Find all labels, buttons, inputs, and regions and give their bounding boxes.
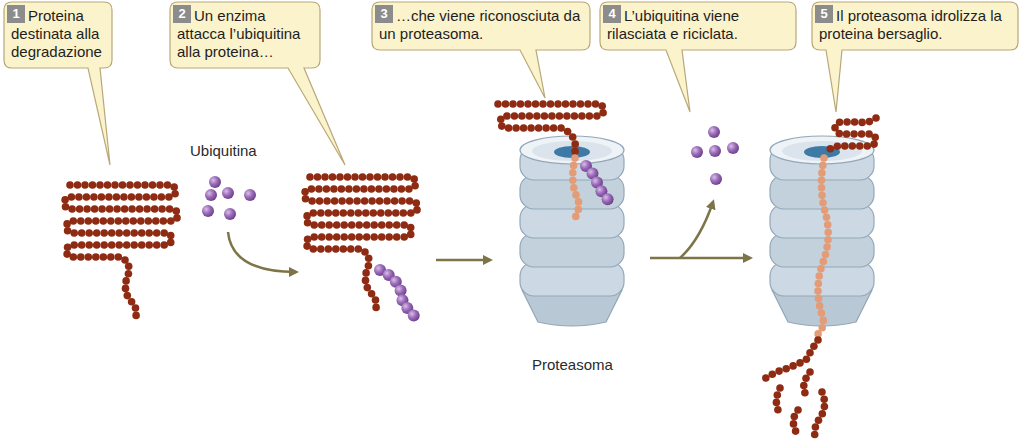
callout-text: Proteina destinata alla degradazione — [11, 7, 105, 61]
callout-box: 2Un enzima attacca l’ubiquitina alla pro… — [170, 2, 320, 68]
proteasome — [770, 136, 874, 326]
ubiquitin — [244, 189, 256, 201]
callout-box: 5Il proteasoma idrolizza la proteina ber… — [812, 2, 1018, 50]
peptide-fragment — [800, 368, 814, 396]
callout-box: 3…che viene riconosciuta da un proteasom… — [372, 2, 590, 50]
callout-bubble — [812, 2, 1018, 112]
target-protein — [827, 114, 880, 152]
callout-bubble — [170, 2, 345, 165]
ubiquitin — [710, 173, 722, 185]
ubiquitin — [202, 205, 214, 217]
callout-number: 5 — [815, 5, 833, 23]
ubiquitin — [691, 146, 703, 158]
protein-inside — [814, 154, 832, 338]
flow-arrow — [228, 232, 296, 272]
target-protein — [301, 173, 421, 311]
protein-inside — [569, 154, 582, 220]
callout-text: Il proteasoma idrolizza la proteina bers… — [819, 7, 1011, 43]
callout-number: 3 — [375, 5, 393, 23]
callout-number: 1 — [7, 5, 25, 23]
target-protein — [494, 100, 607, 155]
ubiquitin — [708, 126, 720, 138]
callout-bubble — [600, 2, 796, 112]
ubiquitin — [709, 145, 721, 157]
ubiquitin — [209, 176, 221, 188]
ubiquitin — [222, 187, 234, 199]
callout-text: L’ubiquitina viene rilasciata e riciclat… — [607, 7, 789, 43]
flow-arrow — [436, 259, 490, 262]
ubiquitin — [727, 142, 739, 154]
callout-number: 2 — [173, 5, 191, 23]
peptide-fragment — [811, 388, 828, 438]
flow-arrow — [650, 257, 750, 260]
ubiquitin-chain — [580, 160, 614, 205]
peptide-fragment — [773, 384, 784, 413]
proteasome — [520, 136, 624, 326]
peptide-fragment — [762, 336, 822, 382]
part-label: Proteasoma — [532, 356, 613, 374]
ubiquitin-chain — [374, 264, 420, 322]
target-protein — [61, 181, 181, 319]
ubiquitin — [205, 189, 217, 201]
callout-box: 4L’ubiquitina viene rilasciata e ricicla… — [600, 2, 796, 50]
recycle-arrow — [680, 202, 713, 258]
peptide-fragment — [790, 406, 802, 435]
callout-text: Un enzima attacca l’ubiquitina alla prot… — [177, 7, 313, 61]
part-label: Ubiquitina — [190, 142, 257, 160]
callout-bubble — [372, 2, 590, 98]
callout-number: 4 — [603, 5, 621, 23]
ubiquitin — [224, 208, 236, 220]
callout-bubble — [4, 2, 112, 165]
callout-text: …che viene riconosciuta da un proteasoma… — [379, 7, 583, 43]
callout-box: 1Proteina destinata alla degradazione — [4, 2, 112, 68]
